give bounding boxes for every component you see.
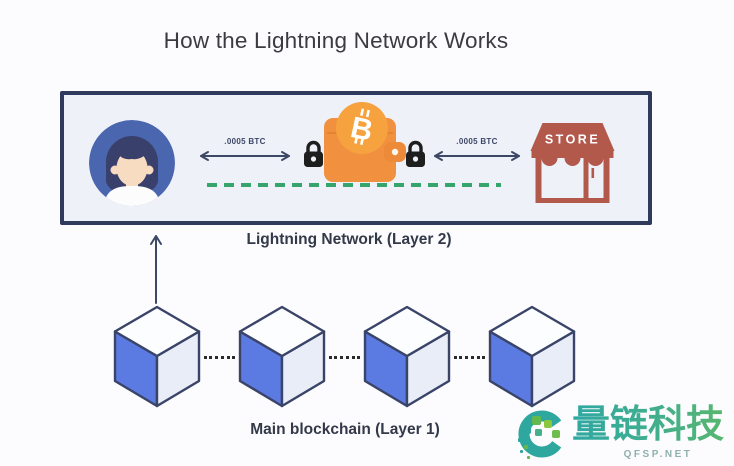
page-title: How the Lightning Network Works xyxy=(163,28,509,53)
double-arrow-icon xyxy=(434,151,520,161)
blockchain-cube-icon xyxy=(488,305,576,408)
payment-amount-left: .0005 BTC xyxy=(224,137,266,146)
up-arrow-icon xyxy=(150,235,162,304)
block-link-dotted-line xyxy=(454,356,485,359)
padlock-icon xyxy=(304,140,323,167)
store-sign-text: STORE xyxy=(545,133,600,147)
layer2-label: Lightning Network (Layer 2) xyxy=(246,231,452,248)
payment-amount-right: .0005 BTC xyxy=(456,137,498,146)
brand-logo-icon xyxy=(518,410,566,459)
blockchain-cube-icon xyxy=(113,305,201,408)
block-link-dotted-line xyxy=(204,356,235,359)
block-link-dotted-line xyxy=(329,356,360,359)
watermark-brand-text: 量链科技 xyxy=(572,400,734,450)
blockchain-cube-icon xyxy=(238,305,326,408)
watermark-site-text: QFSP.NET xyxy=(623,449,693,460)
storefront-icon: STORE xyxy=(530,123,615,203)
blockchain-cube-icon xyxy=(363,305,451,408)
double-arrow-icon xyxy=(200,151,290,161)
person-avatar-icon xyxy=(89,120,175,206)
dashed-channel-line xyxy=(207,183,501,187)
layer1-label: Main blockchain (Layer 1) xyxy=(250,421,440,438)
padlock-icon xyxy=(406,140,425,167)
bitcoin-wallet-icon: B xyxy=(324,102,406,182)
